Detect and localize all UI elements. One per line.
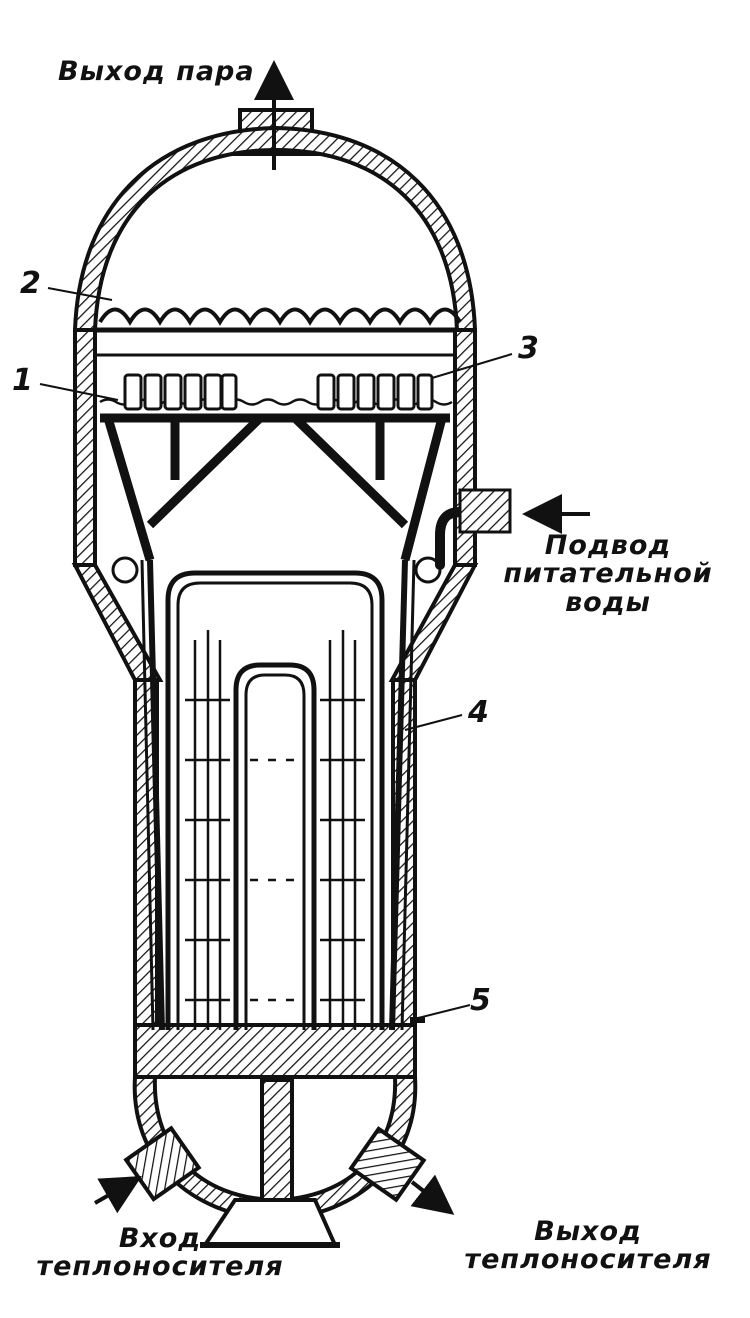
leader-2 xyxy=(47,287,113,301)
tube-bundle-shroud xyxy=(147,559,408,1031)
cyclone-group-right xyxy=(316,373,434,411)
leader-1 xyxy=(39,383,119,401)
label-steam-out: Выход пара xyxy=(58,56,255,87)
u-tube-inner xyxy=(233,662,317,1030)
label-coolant-out-line-1: Выход xyxy=(534,1216,642,1247)
callout-5: 5 xyxy=(470,983,491,1018)
callout-3: 3 xyxy=(518,331,539,366)
cyclone-group-left xyxy=(123,373,238,411)
callout-2: 2 xyxy=(20,266,41,301)
leader-4 xyxy=(404,714,463,731)
coolant-in-arrow xyxy=(94,1176,142,1214)
callout-1: 1 xyxy=(12,363,33,398)
label-feedwater-line-2: питательной xyxy=(503,558,713,590)
label-coolant-out-line-2: теплоносителя xyxy=(464,1244,712,1276)
label-coolant-out: Выход теплоносителя xyxy=(438,1216,738,1276)
coolant-out-arrow xyxy=(410,1174,455,1215)
label-feedwater-line-1: Подвод xyxy=(544,530,672,561)
label-coolant-in: Вход теплоносителя xyxy=(10,1223,310,1283)
leader-3 xyxy=(431,353,513,379)
label-coolant-in-line-1: Вход xyxy=(118,1223,202,1254)
label-coolant-in-line-2: теплоносителя xyxy=(36,1251,284,1283)
head-partition xyxy=(260,1078,294,1202)
label-feedwater-in: Подвод питательной воды xyxy=(488,530,728,618)
steam-separator xyxy=(98,307,462,326)
deck-bracing xyxy=(103,414,447,562)
left-cone-wall xyxy=(71,563,164,682)
label-feedwater-line-3: воды xyxy=(565,586,651,618)
tube-sheet xyxy=(133,1023,417,1079)
leader-5 xyxy=(417,1004,471,1019)
callout-4: 4 xyxy=(468,695,489,730)
u-tube-outer xyxy=(165,570,385,1030)
upper-shell-left-wall xyxy=(73,328,97,567)
roller-left xyxy=(111,556,139,584)
tube-spacer-grid-right xyxy=(320,630,365,1030)
coolant-outlet-nozzle xyxy=(348,1126,427,1203)
tube-spacer-grid-left xyxy=(185,630,230,1030)
feedwater-nozzle xyxy=(458,488,512,534)
